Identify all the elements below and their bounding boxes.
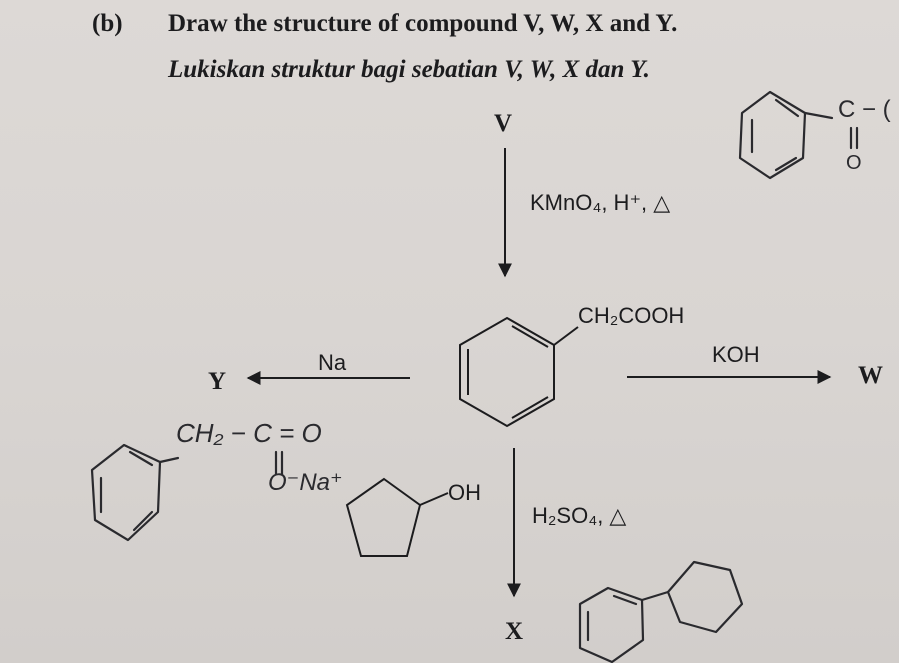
handwritten-v-carbonyl: C − ( [838, 96, 891, 123]
phenylacetic-acid-benzene-ring [459, 316, 579, 428]
handwritten-y-carboxylate: O⁻Na⁺ [268, 469, 343, 496]
question-text-malay: Lukiskan struktur bagi sebatian V, W, X … [168, 56, 650, 83]
reagent-koh: KOH [712, 342, 760, 367]
compound-label-v: V [494, 110, 513, 137]
handwritten-x-phenylcyclopentane [578, 560, 744, 663]
reagent-acid-heat: H₂SO₄, △ [532, 503, 627, 528]
reagent-sodium: Na [318, 350, 347, 375]
handwritten-y-benzene [90, 443, 284, 542]
compound-label-x: X [505, 618, 524, 645]
substituent-oh: OH [448, 480, 481, 505]
question-text-english: Draw the structure of compound V, W, X a… [168, 10, 678, 37]
handwritten-v-benzene [738, 90, 859, 180]
handwritten-y-acyl: CH₂ − C = O [176, 418, 322, 448]
handwritten-v-oxygen: O [846, 152, 862, 174]
question-number: (b) [92, 10, 123, 37]
reagent-oxidation: KMnO₄, H⁺, △ [530, 190, 671, 215]
compound-label-y: Y [208, 368, 227, 395]
compound-label-w: W [858, 362, 883, 389]
cyclopentanol-ring [345, 477, 449, 557]
substituent-ch2cooh: CH₂COOH [578, 303, 685, 328]
